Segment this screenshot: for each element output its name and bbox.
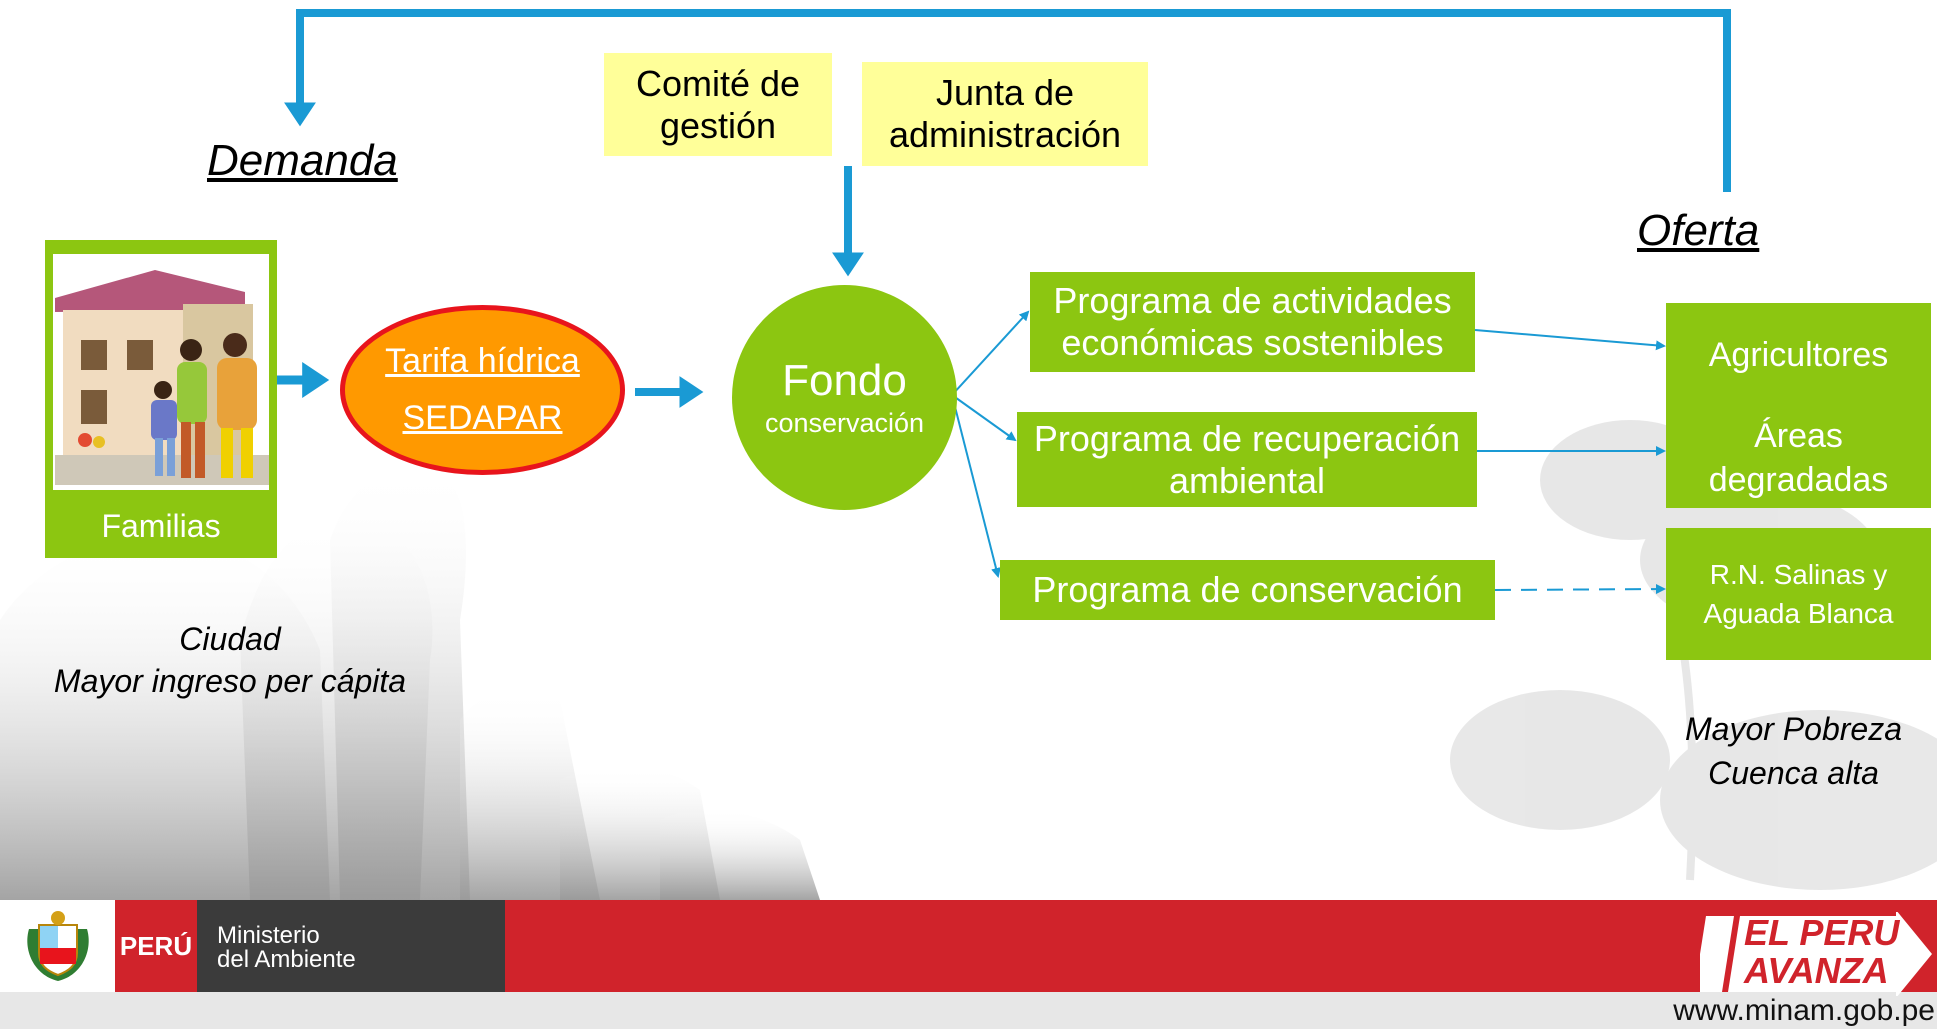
website-label[interactable]: www.minam.gob.pe (1673, 994, 1935, 1027)
ministry-line2: del Ambiente (217, 946, 356, 973)
country-label: PERÚ (115, 900, 197, 992)
ministry-line1: Ministerio (217, 922, 320, 949)
coat-of-arms-icon (0, 900, 115, 992)
offer-title: Oferta (1637, 206, 1760, 255)
fund-subtitle: conservación (764, 407, 925, 438)
fund-to-program-3-arrow (951, 394, 1001, 578)
sedapar-link[interactable]: SEDAPAR (402, 399, 563, 437)
fund-to-program-2-arrow (951, 394, 1017, 442)
beneficiary-item: Agricultores (1666, 303, 1931, 408)
fund-to-program-1-arrow (951, 310, 1030, 396)
beneficiary-item: Áreas degradadas (1666, 408, 1931, 508)
tariff-ellipse: Tarifa hídrica SEDAPAR (340, 305, 625, 475)
tariff-link[interactable]: Tarifa hídrica (385, 342, 580, 380)
families-block: Familias (45, 240, 277, 558)
arrow-logo-icon (1700, 912, 1932, 996)
program-item: Programa de recuperación ambiental (1017, 412, 1477, 507)
committee-note: Comité de gestión (604, 53, 832, 156)
family-illustration (53, 254, 269, 490)
families-caption-line1: Ciudad (179, 621, 281, 657)
program-item: Programa de actividades económicas soste… (1030, 272, 1475, 372)
demand-title: Demanda (207, 136, 398, 185)
slogan-line1: EL PERU (1744, 912, 1900, 953)
ministry-block: Ministerio del Ambiente (197, 900, 505, 992)
slogan-logo: EL PERU AVANZA (1700, 912, 1932, 996)
fund-title: Fondo (782, 355, 907, 405)
offer-caption-line1: Mayor Pobreza (1685, 711, 1902, 747)
program-item: Programa de conservación (1000, 560, 1495, 620)
beneficiary-item: R.N. Salinas y Aguada Blanca (1666, 528, 1931, 660)
slogan-line2: AVANZA (1744, 950, 1889, 991)
program-3-to-reserve-arrow (1494, 584, 1666, 595)
families-caption-line2: Mayor ingreso per cápita (53, 663, 407, 699)
fund-circle: Fondo conservación (732, 285, 957, 510)
board-note: Junta de administración (862, 62, 1148, 166)
feedback-loop-arrow (284, 9, 1731, 192)
families-label: Familias (101, 508, 221, 544)
program-1-to-farmers-arrow (1474, 329, 1666, 351)
offer-caption-line2: Cuenca alta (1708, 755, 1879, 791)
